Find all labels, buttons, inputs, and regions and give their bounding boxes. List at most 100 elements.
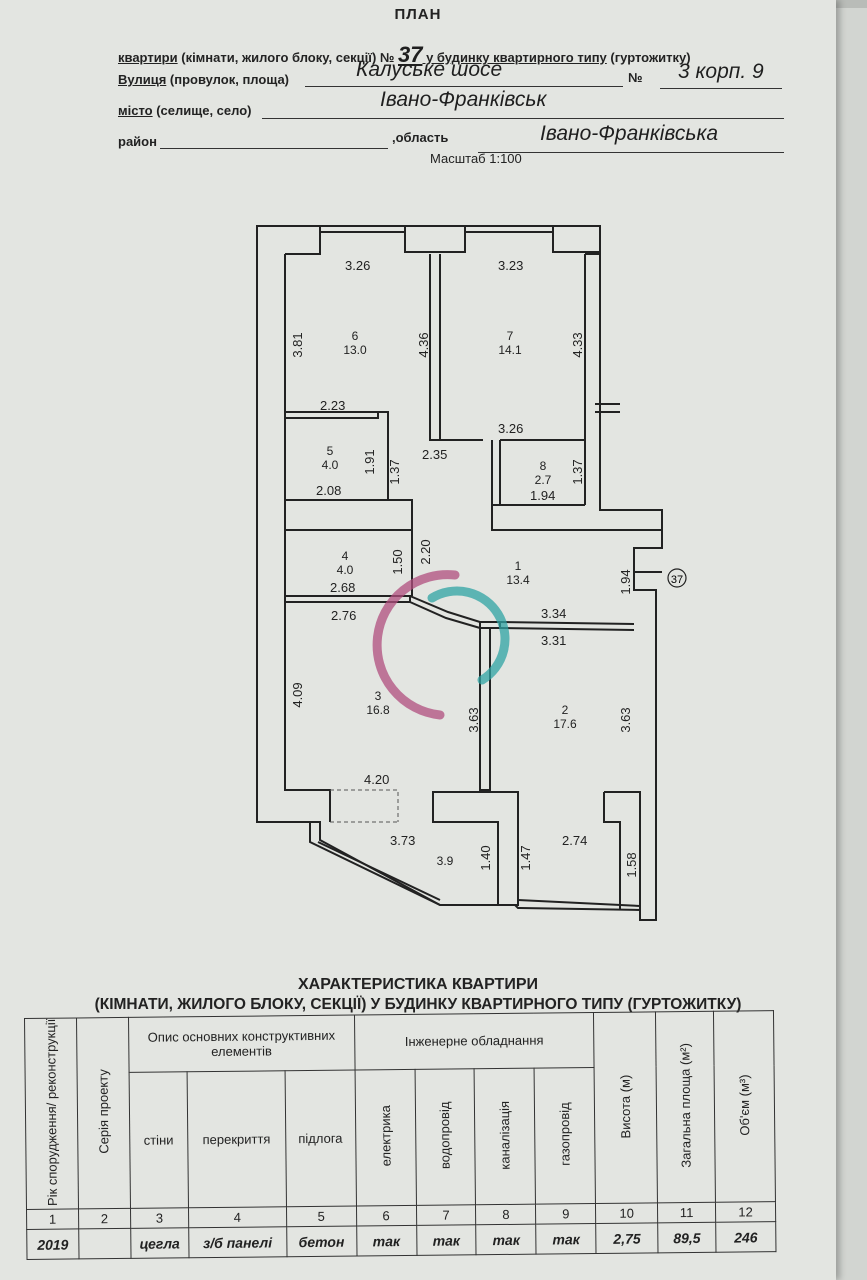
- gas-value: так: [536, 1223, 597, 1255]
- room-1-area: 13.4: [506, 573, 530, 587]
- dashed-opening: [330, 789, 399, 823]
- dim-label: 1.50: [390, 549, 405, 574]
- wall-1-2: [499, 621, 635, 631]
- oblast-label: ,область: [392, 130, 449, 145]
- wall-below-5: [285, 499, 413, 531]
- col-floors-header: перекриття: [186, 1070, 287, 1209]
- dim-label: 1.37: [570, 459, 585, 484]
- dormitory-label: (гуртожитку): [606, 50, 691, 65]
- city-field: [262, 96, 784, 119]
- wall-5-corridor: [378, 411, 389, 500]
- oblast-value: Івано-Франківська: [540, 122, 719, 145]
- water-value: так: [416, 1225, 477, 1256]
- construct-group-header: Опис основних конструктивних елементів: [128, 1015, 355, 1073]
- apartment-marker-label: 37: [671, 574, 683, 586]
- col-number: 4: [188, 1207, 287, 1229]
- dim-label: 3.81: [290, 332, 305, 357]
- dim-label: 2.08: [316, 483, 341, 498]
- col-electric-label: електрика: [377, 1105, 394, 1167]
- electric-value: так: [356, 1225, 417, 1257]
- dim-label: 3.73: [390, 833, 415, 848]
- values-row: 2019 цегла з/б панелі бетон так так так …: [26, 1221, 776, 1260]
- building-type-label: у будинку квартирного типу: [422, 50, 607, 65]
- room-5-no: 5: [327, 444, 334, 458]
- house-value: 3 корп. 9: [678, 60, 764, 83]
- technical-passport-page: ПЛАН квартири (кімнати, жилого блоку, се…: [0, 0, 836, 1280]
- street-value: Калуське шосе: [356, 58, 503, 81]
- characteristics-subtitle: (КІМНАТИ, ЖИЛОГО БЛОКУ, СЕКЦІЇ) У БУДИНК…: [94, 996, 742, 1013]
- col-area-header: Загальна площа (м²): [655, 1011, 716, 1204]
- bottom-window-line: [517, 899, 641, 907]
- room-7-no: 7: [507, 329, 514, 343]
- col-floor-header: підлога: [284, 1069, 357, 1208]
- apartment-marker: [667, 568, 687, 588]
- dim-label: 4.09: [290, 682, 305, 707]
- wall-stub-right: [603, 791, 641, 910]
- col-year-header: Рік спорудження/ реконструкції: [24, 1017, 79, 1210]
- city-label-extra: (селище, село): [152, 103, 252, 118]
- room-8-no: 8: [540, 459, 547, 473]
- col-water-label: водопровід: [437, 1101, 454, 1170]
- oblast-field: [478, 130, 784, 153]
- col-volume-label: Об'єм (м³): [736, 1074, 753, 1136]
- col-number: 1: [26, 1209, 79, 1230]
- dim-label: 3.31: [541, 633, 566, 648]
- inner-left-wall: [284, 226, 331, 822]
- col-series-label: Серія проекту: [95, 1069, 112, 1155]
- col-number: 7: [415, 1205, 477, 1226]
- top-window-pier-1: [404, 225, 466, 253]
- balcony-area: 3.9: [437, 854, 454, 868]
- city-label-main: місто: [118, 103, 153, 118]
- col-number: 12: [715, 1201, 776, 1223]
- dim-label: 1.40: [478, 845, 493, 870]
- col-number: 8: [475, 1204, 537, 1226]
- inner-right-wall: [584, 253, 600, 505]
- number-label: №: [628, 70, 643, 85]
- col-sewer-header: каналізація: [474, 1067, 536, 1206]
- balcony-rail: [309, 822, 441, 906]
- height-value: 2,75: [595, 1223, 659, 1254]
- col-number: 5: [286, 1206, 357, 1228]
- wall-below-4: [285, 595, 411, 603]
- wall-stub-bottom: [432, 791, 519, 906]
- dim-label: 2.76: [331, 608, 356, 623]
- room-3-area: 16.8: [366, 703, 390, 717]
- floor-value: бетон: [286, 1226, 357, 1258]
- floors-value: з/б панелі: [188, 1227, 287, 1259]
- apartment-label-middle: (кімнати, жилого блоку, секції) №: [177, 50, 398, 65]
- dim-label: 4.36: [416, 332, 431, 357]
- dim-label: 1.91: [362, 449, 377, 474]
- dim-label: 1.47: [518, 845, 533, 870]
- col-water-header: водопровід: [414, 1068, 476, 1206]
- pillar: [479, 621, 501, 629]
- city-label: місто (селище, село): [118, 103, 252, 118]
- dim-label: 1.94: [530, 488, 555, 503]
- floor-plan: 37 6 13.0 7 14.1 5 4.0 8 2.7 4 4.0 1 13.…: [256, 225, 687, 921]
- district-label: район: [118, 134, 157, 149]
- room-7-area: 14.1: [498, 343, 522, 357]
- room-6-no: 6: [352, 329, 359, 343]
- dim-label: 4.33: [570, 332, 585, 357]
- page-title: ПЛАН: [394, 6, 442, 23]
- col-number: 11: [657, 1202, 716, 1224]
- dim-label: 2.23: [320, 398, 345, 413]
- apartment-line: квартири (кімнати, жилого блоку, секції)…: [118, 42, 691, 68]
- dim-label: 2.74: [562, 833, 587, 848]
- dim-label: 3.63: [466, 707, 481, 732]
- watermark-logo: [372, 570, 510, 720]
- engineering-group-header: Інженерне обладнання: [354, 1012, 595, 1070]
- street-field: [305, 64, 623, 87]
- dim-label: 3.23: [498, 258, 523, 273]
- scale-label: Масштаб 1:100: [430, 151, 522, 166]
- wall-below-6: [285, 411, 379, 419]
- volume-value: 246: [715, 1221, 776, 1253]
- dim-label: 1.94: [618, 569, 633, 594]
- col-area-label: Загальна площа (м²): [677, 1043, 694, 1169]
- year-value: 2019: [26, 1229, 79, 1260]
- room-8-area: 2.7: [535, 473, 552, 487]
- room-6-area: 13.0: [343, 343, 367, 357]
- apartment-label: квартири: [118, 50, 178, 65]
- wall-below-8: [491, 505, 662, 531]
- dim-label: 3.34: [541, 606, 566, 621]
- room-4-area: 4.0: [337, 563, 354, 577]
